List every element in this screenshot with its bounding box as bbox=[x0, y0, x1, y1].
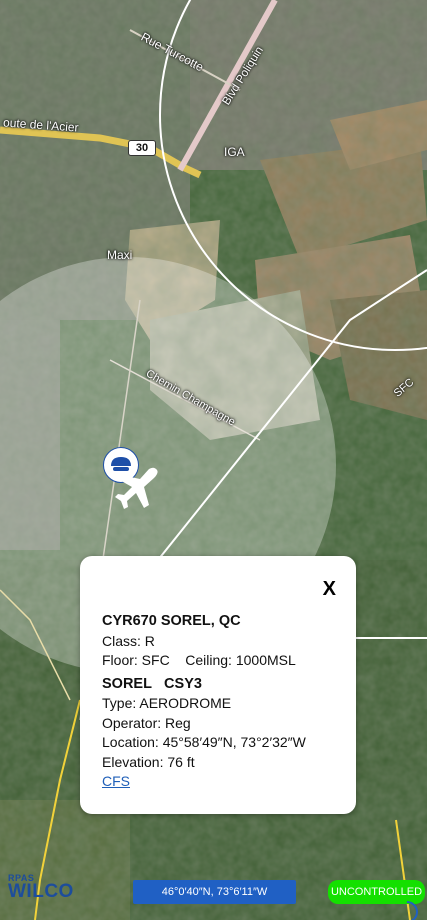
cfs-line: CFS bbox=[102, 772, 346, 792]
close-button[interactable]: X bbox=[322, 578, 336, 600]
rpas-wilco-logo: RPAS WILCO bbox=[8, 873, 74, 903]
logo-wilco-text: WILCO bbox=[8, 881, 74, 902]
store-label-iga: IGA bbox=[224, 145, 245, 159]
airspace-floor: Floor: SFC bbox=[102, 652, 170, 668]
store-label-maxi: Maxi bbox=[107, 248, 133, 262]
aerodrome-operator: Operator: Reg bbox=[102, 714, 191, 731]
road-blvd-poliquin bbox=[177, 0, 278, 172]
airspace-boundary-yellow bbox=[34, 699, 81, 920]
coordinates-display: 46°0′40″N, 73°6′11″W bbox=[133, 880, 296, 904]
airspace-title: CYR670 SOREL, QC bbox=[102, 613, 241, 629]
popup-content: CYR670 SOREL, QC Class: R Floor: SFC Cei… bbox=[102, 612, 346, 792]
cfs-link[interactable]: CFS bbox=[102, 773, 130, 789]
airspace-status-badge[interactable]: UNCONTROLLED bbox=[328, 880, 425, 904]
airspace-floor-ceiling: Floor: SFC Ceiling: 1000MSL bbox=[102, 651, 346, 671]
road-rue-turcotte bbox=[129, 29, 241, 91]
airspace-info-popup: X CYR670 SOREL, QC Class: R Floor: SFC C… bbox=[80, 556, 356, 814]
airspace-class: Class: R bbox=[102, 632, 155, 649]
road-highway bbox=[0, 589, 71, 701]
aerodrome-code: CSY3 bbox=[164, 675, 202, 692]
logo-rpas-text: RPAS bbox=[8, 873, 35, 883]
aerodrome-elevation: Elevation: 76 ft bbox=[102, 753, 195, 770]
road-chemin-champagne bbox=[109, 359, 261, 441]
aerodrome-header: SOREL CSY3 bbox=[102, 675, 346, 695]
airspace-boundary bbox=[149, 269, 427, 571]
airspace-circle-large[interactable] bbox=[159, 0, 427, 351]
highway-shield: 30 bbox=[128, 140, 156, 156]
aerodrome-location: Location: 45°58′49″N, 73°2′32″W bbox=[102, 734, 306, 750]
airspace-ceiling: Ceiling: 1000MSL bbox=[185, 652, 296, 668]
aerodrome-type: Type: AERODROME bbox=[102, 695, 232, 711]
aerodrome-name: SOREL bbox=[102, 675, 152, 692]
airplane-icon[interactable] bbox=[113, 463, 165, 511]
